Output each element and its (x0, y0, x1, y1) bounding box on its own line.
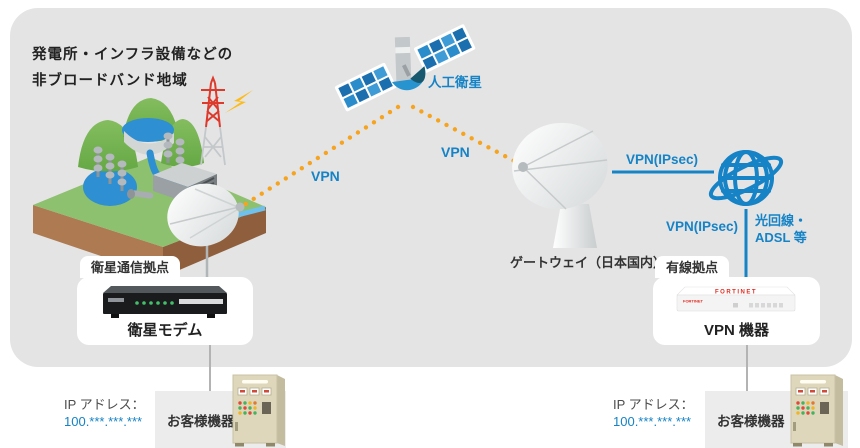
indicator-lights (796, 401, 815, 415)
access-line-label-2: ADSL 等 (755, 230, 807, 245)
satellite-dish-left (167, 183, 245, 278)
access-line-label-1: 光回線・ (755, 213, 808, 228)
vpn-device-panel: FORTINET FORTINET VPN 機器 (653, 277, 820, 345)
vpn-label-left: VPN (311, 168, 340, 184)
internet-globe-icon (708, 150, 784, 206)
access-line-label: 光回線・ ADSL 等 (755, 212, 807, 246)
vpn-label-right: VPN (441, 144, 470, 160)
satellite-modem-device (103, 286, 227, 318)
satellite-label: 人工衛星 (428, 75, 482, 90)
customer-cabinet-left (232, 374, 285, 447)
indicator-lights (238, 401, 257, 415)
vpn-ipsec-horizontal-label: VPN(IPsec) (625, 152, 699, 167)
pipes (127, 189, 154, 199)
ip-address-right: IP アドレス： 100.***.***.*** (613, 396, 694, 430)
insulator-poles-left (93, 146, 127, 191)
device-brand-front: FORTINET (683, 299, 704, 304)
region-note-line1: 発電所・インフラ設備などの (32, 47, 234, 63)
tab-wired-site: 有線拠点 (655, 256, 730, 278)
ip-value-right: 100.***.***.*** (613, 414, 692, 429)
vpn-satellite-link-left (241, 104, 401, 208)
vpn-device: FORTINET FORTINET (676, 286, 796, 312)
ip-label-right: IP アドレス： (613, 397, 694, 412)
tab-satellite-site: 衛星通信拠点 (80, 256, 181, 278)
customer-cabinet-right (790, 374, 843, 447)
customer-label-left: お客様機器 (167, 414, 235, 429)
satellite-modem-label: 衛星モデム (127, 322, 203, 339)
insulator-poles-right (163, 132, 185, 169)
vpn-ipsec-vertical-label: VPN(IPsec) (665, 219, 738, 234)
region-note-line2: 非ブロードバンド地域 (32, 73, 188, 89)
tab-wired-site-label: 有線拠点 (666, 260, 719, 275)
tower-lattice-base (200, 126, 226, 166)
satellite-modem-panel: 衛星モデム (77, 277, 253, 345)
lightning-icon (225, 90, 253, 113)
transmission-tower (201, 75, 225, 128)
dam (124, 131, 174, 155)
gateway-label: ゲートウェイ（日本国内） (510, 255, 667, 270)
satellite-icon (334, 24, 476, 112)
ip-label-left: IP アドレス： (64, 397, 145, 412)
vpn-satellite-link-right (410, 104, 519, 165)
ip-value-left: 100.***.***.*** (64, 414, 143, 429)
tab-satellite-site-label: 衛星通信拠点 (91, 260, 170, 275)
ip-address-left: IP アドレス： 100.***.***.*** (64, 396, 145, 430)
device-brand-top: FORTINET (715, 290, 757, 296)
gateway-dish (512, 122, 608, 248)
region-note: 発電所・インフラ設備などの 非ブロードバンド地域 (32, 42, 233, 94)
customer-label-right: お客様機器 (717, 414, 785, 429)
vpn-device-label: VPN 機器 (703, 322, 769, 339)
dam-lake (122, 118, 174, 142)
